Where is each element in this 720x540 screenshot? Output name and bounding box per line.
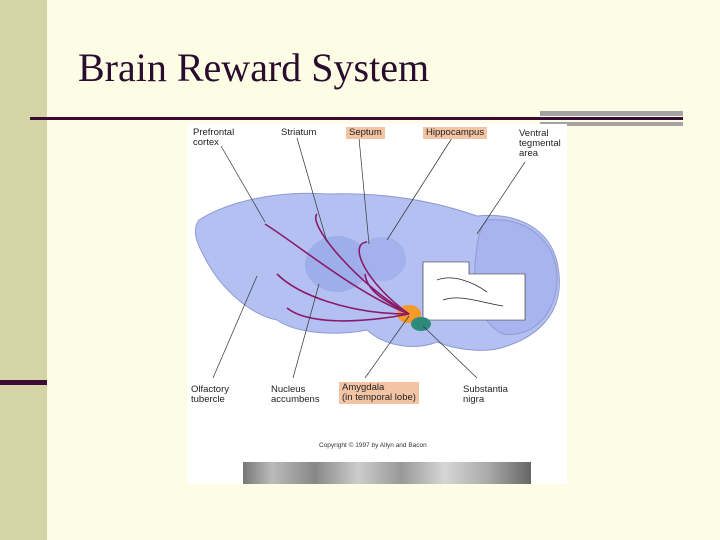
thalamus-region bbox=[358, 237, 406, 281]
title-rule-accent-top bbox=[540, 111, 683, 116]
substantia-nigra-highlight bbox=[411, 317, 431, 331]
striatum-region bbox=[305, 236, 369, 292]
figure-copyright: Copyright © 1997 by Allyn and Bacon bbox=[319, 442, 427, 449]
label-ventral-tegmental-area: Ventral tegmental area bbox=[519, 128, 561, 159]
label-substantia-nigra: Substantia nigra bbox=[463, 384, 508, 405]
label-striatum: Striatum bbox=[281, 127, 317, 138]
label-leader-lines bbox=[212, 137, 526, 379]
left-band-accent bbox=[0, 380, 47, 385]
label-septum: Septum bbox=[346, 127, 385, 139]
reward-pathways bbox=[264, 213, 410, 322]
brain-illustration bbox=[195, 137, 560, 379]
slide-title: Brain Reward System bbox=[78, 45, 430, 90]
left-decorative-band bbox=[0, 0, 47, 540]
label-olfactory-tubercle: Olfactory tubercle bbox=[191, 384, 230, 405]
brain-reward-diagram: Prefrontal cortex Striatum Septum Hippoc… bbox=[187, 124, 567, 484]
title-rule-accent-bottom bbox=[540, 122, 683, 126]
scan-artifact-bar bbox=[243, 462, 531, 484]
title-rule bbox=[30, 117, 683, 120]
label-amygdala: Amygdala (in temporal lobe) bbox=[339, 382, 419, 404]
label-hippocampus: Hippocampus bbox=[423, 127, 488, 139]
label-prefrontal-cortex: Prefrontal cortex bbox=[193, 127, 235, 148]
label-nucleus-accumbens: Nucleus accumbens bbox=[271, 384, 320, 405]
